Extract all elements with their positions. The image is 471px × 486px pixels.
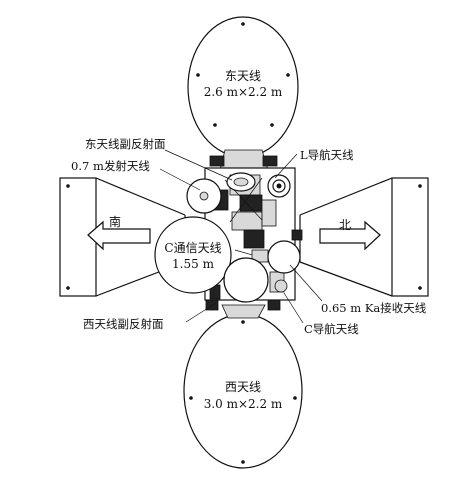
west-antenna-size: 3.0 m×2.2 m: [204, 397, 283, 411]
south-label: 南: [109, 214, 121, 229]
c-comm-antenna: [154, 216, 232, 294]
transmit-antenna-label: 0.7 m发射天线: [71, 159, 150, 173]
ka-receive-antenna: [267, 229, 303, 274]
west-subreflector-label: 西天线副反射面: [83, 317, 164, 331]
west-subreflector: [223, 257, 269, 303]
east-antenna-name: 东天线: [225, 69, 261, 83]
c-comm-antenna-name: C通信天线: [164, 241, 221, 255]
c-nav-antenna-label: C导航天线: [304, 322, 359, 336]
north-label: 北: [339, 218, 351, 232]
l-nav-antenna-leader: [274, 153, 298, 179]
c-nav-antenna-leader: [283, 292, 304, 324]
transmit-antenna-leader: [159, 168, 201, 191]
west-antenna-name: 西天线: [225, 380, 261, 394]
north-solar-wing: [299, 177, 429, 297]
l-nav-antenna-label: L导航天线: [300, 148, 354, 162]
east-antenna-size: 2.6 m×2.2 m: [204, 85, 283, 99]
south-arrow: [87, 220, 151, 251]
ka-receive-antenna-label: 0.65 m Ka接收天线: [321, 301, 427, 315]
transmit-antenna-0-7m: [186, 178, 222, 214]
west-subreflector-leader: [185, 302, 217, 323]
ka-receive-antenna-leader: [289, 264, 323, 302]
c-nav-antenna: [274, 279, 288, 293]
east-subreflector-leader: [164, 149, 233, 181]
east-subreflector-label: 东天线副反射面: [85, 137, 166, 151]
l-nav-antenna: [267, 174, 291, 198]
north-arrow: [319, 220, 381, 251]
c-comm-antenna-size: 1.55 m: [172, 257, 215, 271]
east-subreflector: [226, 172, 256, 192]
